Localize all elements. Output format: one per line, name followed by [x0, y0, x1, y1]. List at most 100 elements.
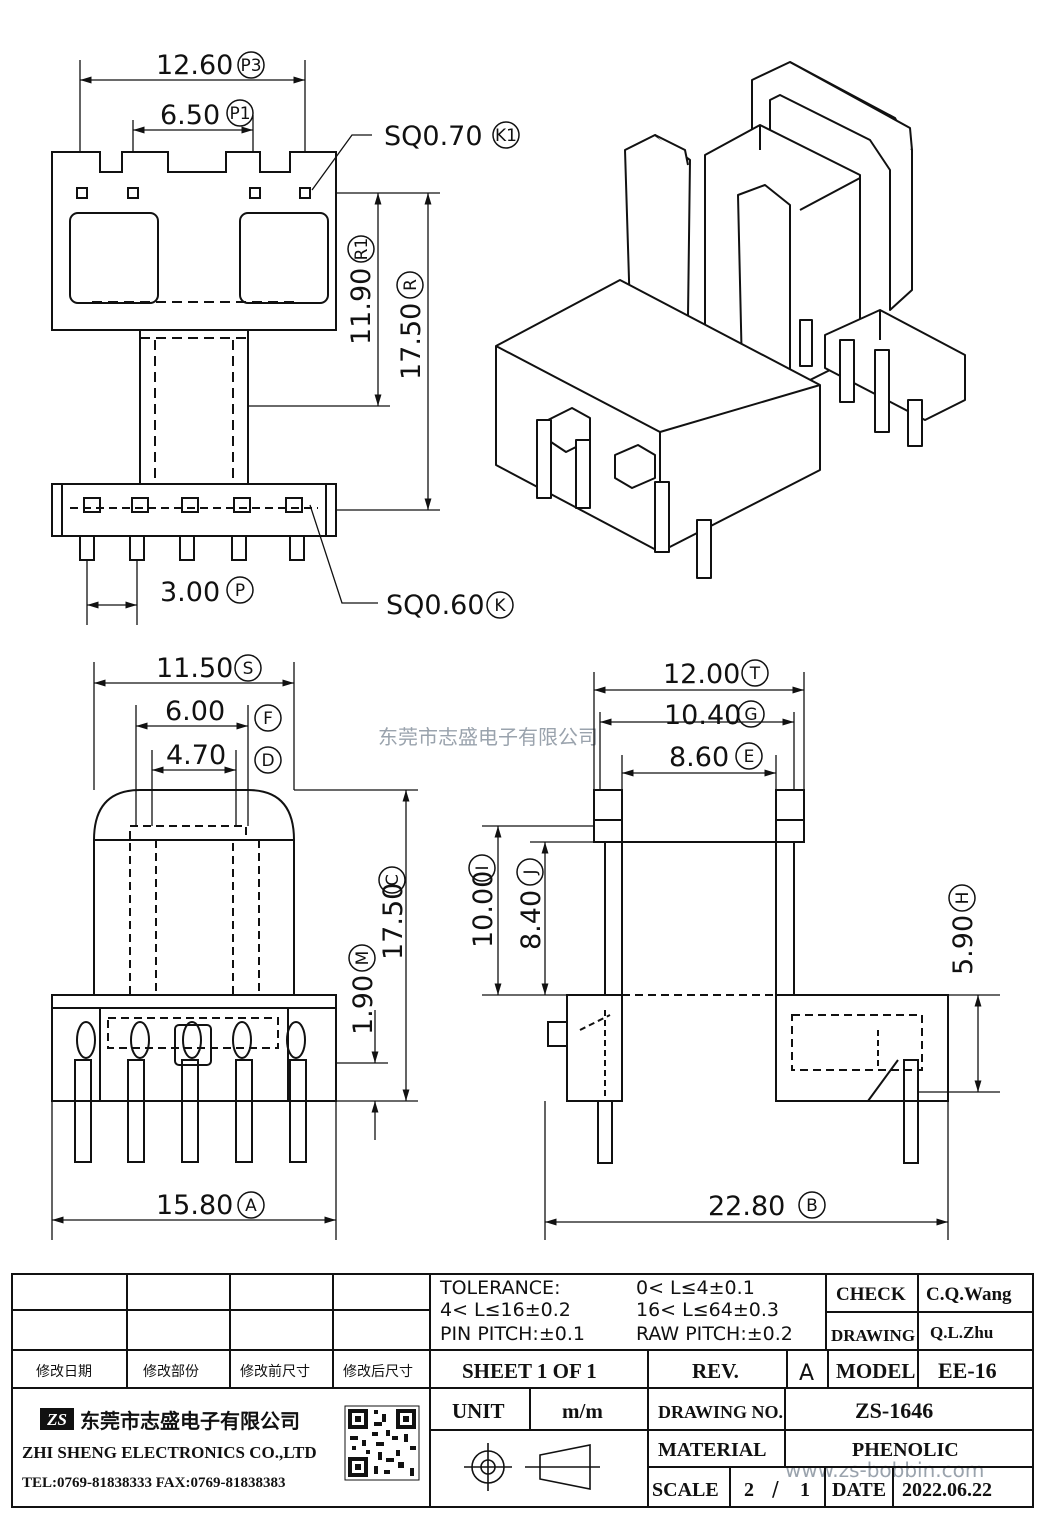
svg-text:M: M	[353, 951, 373, 966]
svg-text:ZS: ZS	[46, 1410, 67, 1429]
drawing-label: DRAWING	[831, 1326, 915, 1345]
svg-text:K: K	[494, 596, 506, 616]
material-value: PHENOLIC	[852, 1439, 959, 1461]
svg-text:F: F	[263, 709, 273, 729]
material-label: MATERIAL	[658, 1439, 767, 1461]
svg-text:B: B	[806, 1196, 818, 1216]
svg-text:P: P	[235, 581, 245, 601]
tag-t: T	[741, 659, 769, 687]
svg-text:J: J	[521, 869, 541, 875]
raw-pitch: RAW PITCH:±0.2	[636, 1323, 793, 1345]
sheet-count: SHEET 1 OF 1	[462, 1359, 597, 1383]
isometric-view	[495, 61, 966, 579]
tag-c: C	[378, 866, 406, 894]
dim-1-90: 1.90	[348, 975, 379, 1035]
tag-m: M	[348, 944, 376, 972]
dim-11-90: 11.90	[346, 268, 377, 345]
scale-label: SCALE	[652, 1479, 719, 1501]
tag-b: B	[798, 1191, 826, 1219]
dim-15-80: 15.80	[156, 1190, 233, 1221]
title-block-grid	[11, 1273, 1034, 1508]
rev-value: A	[799, 1361, 814, 1386]
drawing-no-label: DRAWING NO.	[658, 1402, 783, 1422]
svg-text:T: T	[749, 664, 761, 684]
company-name-cn: 东莞市志盛电子有限公司	[80, 1409, 300, 1433]
projection-symbol-icon	[464, 1443, 600, 1491]
tolerance-range-2: 4< L≤16±0.2	[440, 1299, 571, 1321]
scale-den: 1	[800, 1479, 810, 1501]
scale-sep: /	[772, 1477, 779, 1501]
pin-pitch: PIN PITCH:±0.1	[440, 1323, 585, 1345]
dim-3-00: 3.00	[160, 577, 220, 608]
svg-text:H: H	[953, 892, 973, 905]
dim-17-50-c: 17.50	[378, 883, 409, 960]
company-contact: TEL:0769-81838333 FAX:0769-81838383	[22, 1475, 285, 1491]
tag-s: S	[234, 654, 262, 682]
model-label: MODEL	[836, 1359, 915, 1383]
scale-num: 2	[744, 1479, 754, 1501]
model-value: EE-16	[938, 1358, 997, 1383]
tolerance-range-1: 0< L≤4±0.1	[636, 1277, 755, 1299]
top-view-dimensions	[79, 60, 440, 625]
dim-10-00: 10.00	[468, 871, 499, 948]
rev-header-before: 修改前尺寸	[240, 1363, 310, 1380]
tag-d: D	[254, 746, 282, 774]
tag-r: R	[396, 271, 424, 299]
check-label: CHECK	[836, 1284, 906, 1305]
qr-code	[344, 1405, 420, 1481]
check-value: C.Q.Wang	[926, 1284, 1012, 1305]
tag-g: G	[737, 700, 765, 728]
rev-header-part: 修改部份	[143, 1364, 199, 1380]
svg-text:C: C	[383, 874, 403, 886]
unit-value: m/m	[562, 1399, 603, 1423]
svg-text:D: D	[261, 751, 274, 771]
side-view-dimensions	[482, 672, 1000, 1240]
dim-6-00: 6.00	[165, 696, 225, 727]
dim-12-00: 12.00	[663, 659, 740, 690]
svg-text:R: R	[401, 279, 421, 291]
tag-k: K	[486, 591, 514, 619]
svg-text:P3: P3	[240, 56, 261, 76]
date-value: 2022.06.22	[902, 1479, 992, 1501]
dim-6-50: 6.50	[160, 100, 220, 131]
tag-e: E	[735, 742, 763, 770]
rev-label: REV.	[692, 1359, 739, 1383]
dim-8-40: 8.40	[516, 890, 547, 950]
dim-17-50-r: 17.50	[396, 303, 427, 380]
svg-text:A: A	[245, 1196, 257, 1216]
date-label: DATE	[832, 1479, 886, 1501]
tag-j: J	[516, 858, 544, 886]
company-name-en: ZHI SHENG ELECTRONICS CO.,LTD	[22, 1443, 317, 1462]
dim-11-50: 11.50	[156, 653, 233, 684]
dim-22-80: 22.80	[708, 1191, 785, 1222]
dim-4-70: 4.70	[166, 740, 226, 771]
svg-text:G: G	[744, 705, 757, 725]
tolerance-range-3: 16< L≤64±0.3	[636, 1299, 779, 1321]
tag-f: F	[254, 704, 282, 732]
drawing-value: Q.L.Zhu	[930, 1323, 993, 1342]
svg-text:S: S	[243, 659, 254, 679]
tag-p: P	[226, 576, 254, 604]
rev-header-date: 修改日期	[36, 1364, 92, 1380]
tag-a: A	[237, 1191, 265, 1219]
side-view	[547, 789, 949, 1164]
tag-r1: R1	[347, 235, 375, 263]
dim-10-40: 10.40	[664, 700, 741, 731]
callout-sq0-70: SQ0.70	[384, 121, 483, 152]
watermark-company: 东莞市志盛电子有限公司	[378, 725, 598, 749]
tag-i: I	[468, 854, 496, 882]
tag-p3: P3	[237, 51, 265, 79]
svg-text:R1: R1	[352, 238, 372, 261]
company-logo: ZS	[40, 1408, 74, 1430]
svg-text:E: E	[744, 747, 755, 767]
front-view	[51, 789, 337, 1163]
front-view-dimensions	[51, 662, 418, 1240]
tolerance-label: TOLERANCE:	[439, 1277, 560, 1299]
dim-5-90: 5.90	[948, 915, 979, 975]
dim-12-60: 12.60	[156, 50, 233, 81]
top-view	[51, 151, 337, 561]
unit-label: UNIT	[452, 1399, 505, 1423]
svg-text:K1: K1	[495, 126, 517, 146]
drawing-no-value: ZS-1646	[855, 1398, 933, 1423]
